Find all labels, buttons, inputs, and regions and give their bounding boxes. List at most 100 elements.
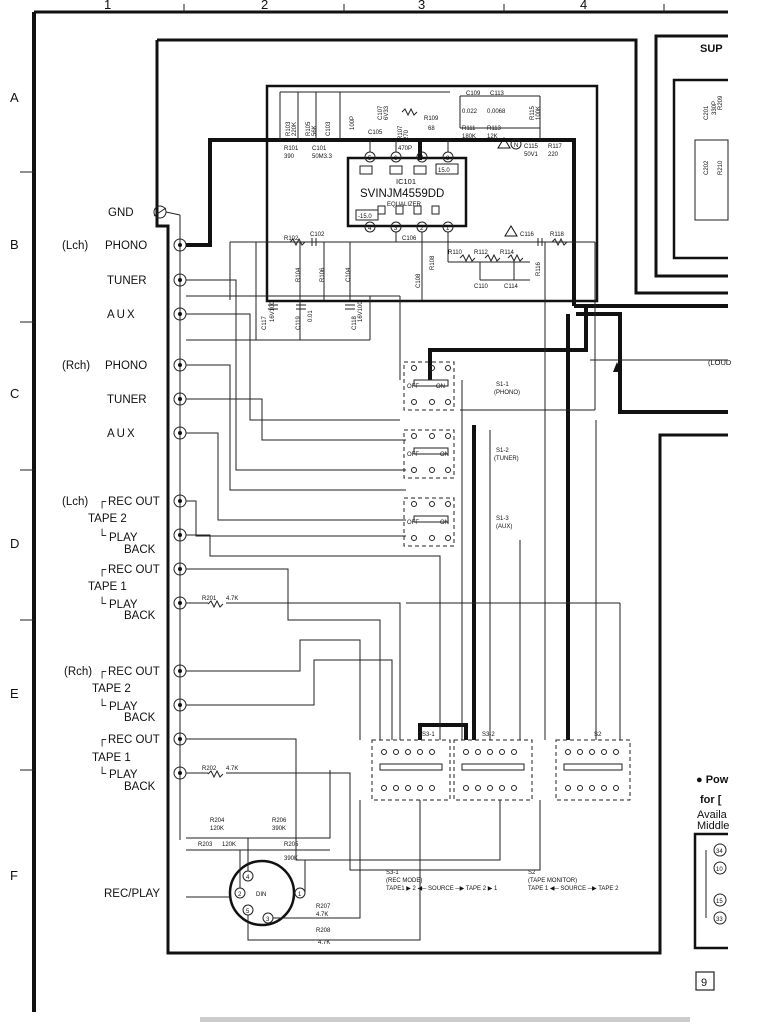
- din-label: DIN: [256, 892, 266, 898]
- rch-tape2-play-label: PLAY: [109, 701, 138, 713]
- legend-s2: S2: [528, 870, 536, 876]
- r116-label: R116: [536, 261, 542, 276]
- s1-2-label: S1-2: [496, 448, 509, 454]
- lch-tape1-back-label: BACK: [124, 610, 156, 622]
- panel-pin-34: 34: [716, 849, 723, 855]
- sup-label: SUP: [700, 43, 723, 55]
- r101-value: 390: [284, 154, 295, 160]
- lch-tape2-play-label: PLAY: [109, 532, 138, 544]
- c117-label: C117: [262, 315, 268, 330]
- s1-3-label: S1-3: [496, 516, 509, 522]
- c101-label: C101: [312, 146, 327, 152]
- r115-value: 100K: [536, 106, 542, 120]
- page-number-box: 9: [695, 971, 715, 991]
- n-mark: N: [514, 143, 518, 149]
- s1-2-off: OFF: [407, 452, 419, 458]
- equalizer-block-outline: [265, 84, 599, 303]
- c103-label: C103: [326, 121, 332, 136]
- ic101-pin-8: 8: [446, 156, 450, 162]
- r204-value: 120K: [210, 826, 224, 832]
- r207-label: R207: [316, 904, 331, 910]
- rch-tape1-play-bracket: └: [98, 766, 107, 780]
- c114-label: C114: [504, 284, 519, 290]
- loudness-label: (LOUD: [708, 358, 732, 367]
- c108-label: C108: [416, 273, 422, 288]
- r207-value: 4.7K: [316, 912, 328, 918]
- panel-pin-10: 10: [716, 867, 723, 873]
- legend-s3-1-seq: TAPE1 ▶ 2 ◀─ SOURCE ─▶ TAPE 2 ▶ 1: [386, 886, 498, 892]
- ic101-function: EQUALIZER: [387, 202, 422, 208]
- r104-label: R104: [296, 267, 302, 282]
- lch-tape2-label: TAPE 2: [88, 513, 127, 525]
- r115-label: R115: [530, 105, 536, 120]
- r112-label: R112: [474, 250, 489, 256]
- phono-signal-trace: [186, 138, 576, 306]
- s1-1-on: ON: [436, 384, 445, 390]
- lch-tape-prefix: (Lch): [62, 496, 88, 508]
- gnd-label: GND: [108, 207, 134, 219]
- r206-value: 390K: [272, 826, 286, 832]
- r109-label: R109: [424, 116, 439, 122]
- r103-value: 220K: [292, 122, 298, 136]
- r205-label: R205: [284, 842, 299, 848]
- rch-tape1-label: TAPE 1: [92, 752, 131, 764]
- rch-tape2-back-label: BACK: [124, 712, 156, 724]
- r111-value: 180K: [462, 134, 476, 140]
- lch-tape2-back-label: BACK: [124, 544, 156, 556]
- c117-value: 16V100: [270, 301, 276, 322]
- r105-label: R105: [306, 121, 312, 136]
- c113-label: C113: [490, 91, 505, 97]
- r204-label: R204: [210, 818, 225, 824]
- ic101-pin-2: 2: [420, 226, 424, 232]
- grid-row-f: F: [10, 868, 18, 883]
- lch-tape2-play-bracket: └: [98, 528, 107, 542]
- c102-label: C102: [310, 232, 325, 238]
- s1-3-on: ON: [440, 520, 449, 526]
- r203-label: R203: [198, 842, 213, 848]
- input-wiring: [186, 279, 621, 871]
- rch-tape-prefix: (Rch): [64, 666, 92, 678]
- grid-column-labels: 1 2 3 4: [104, 0, 587, 12]
- c116-label: C116: [520, 232, 535, 238]
- page-number: 9: [701, 977, 707, 989]
- s1-1-name: (PHONO): [494, 390, 520, 396]
- rch-phono-label: PHONO: [105, 360, 147, 372]
- avail-note: Availa: [697, 809, 728, 821]
- grid-row-c: C: [10, 386, 19, 401]
- power-note: ● Pow: [696, 774, 729, 786]
- jack-labels: GND (Lch) PHONO TUNER AUX (Rch) PHONO TU…: [62, 207, 160, 900]
- c0022-label: 0.022: [462, 109, 478, 115]
- equalizer-wiring: [186, 91, 596, 740]
- c109-label: C109: [466, 91, 481, 97]
- c104-label: C104: [346, 267, 352, 282]
- s1-2-name: (TUNER): [494, 456, 519, 462]
- grid-row-d: D: [10, 536, 19, 551]
- r107-value: 270: [404, 129, 410, 140]
- legend-s2-seq: TAPE 1 ◀─ SOURCE ─▶ TAPE 2: [528, 886, 619, 892]
- lch-tape1-bracket: ┌: [98, 564, 107, 577]
- board-outline-lower: [155, 40, 728, 955]
- scan-edge: [200, 1017, 690, 1022]
- grid-col-2: 2: [261, 0, 268, 12]
- r113-label: R113: [487, 126, 502, 132]
- lch-phono-label: PHONO: [105, 240, 147, 252]
- r203-value: 120K: [222, 842, 236, 848]
- c115-value: 50V1: [524, 152, 539, 158]
- c119-value: 0.01: [308, 310, 314, 322]
- switch-s1-3: OFF ON S1-3 (AUX): [403, 497, 512, 547]
- c101-value: 50M3.3: [312, 154, 333, 160]
- switch-s3-1: S3-1: [371, 732, 451, 801]
- c107-value: 6V33: [384, 105, 390, 120]
- lch-tape1-play-label: PLAY: [109, 599, 138, 611]
- grid-col-4: 4: [580, 0, 587, 12]
- for-note: for [: [700, 794, 722, 806]
- ic101-part: SVINJM4559DD: [360, 188, 444, 200]
- r201-value: 4.7K: [226, 596, 238, 602]
- c115-label: C115: [524, 144, 539, 150]
- switch-s3-2: S3-2: [453, 732, 533, 801]
- ic101-pin-6: 6: [394, 156, 398, 162]
- rch-tape1-bracket: ┌: [98, 734, 107, 747]
- r105-value: 56K: [312, 125, 318, 136]
- ic101-pin-4: 4: [368, 226, 372, 232]
- c110-label: C110: [474, 284, 489, 290]
